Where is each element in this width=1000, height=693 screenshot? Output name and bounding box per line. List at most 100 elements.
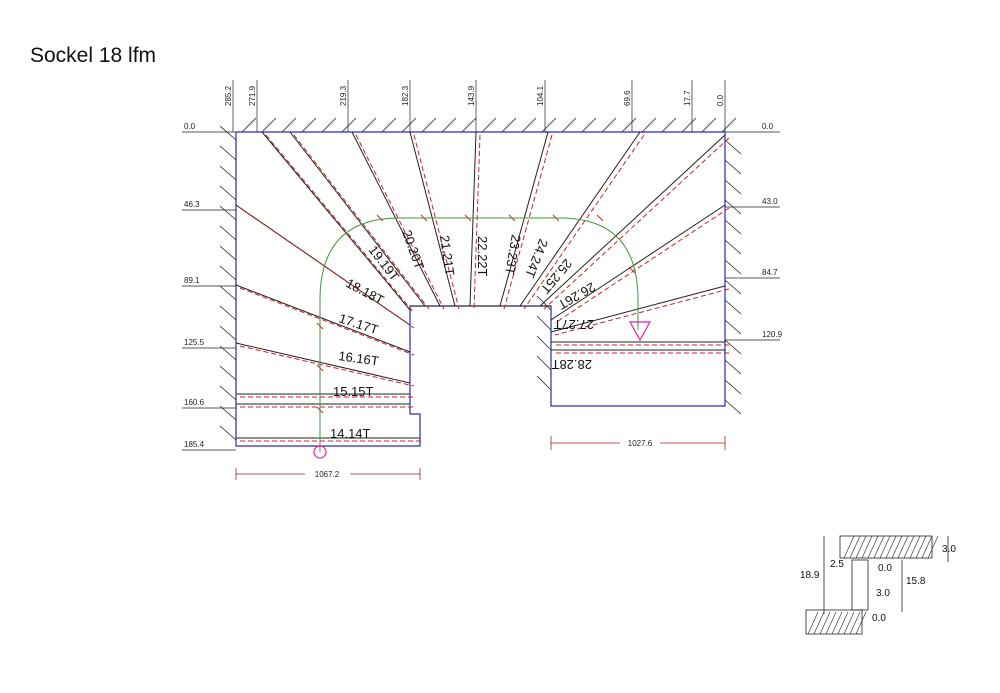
hatch-mark (855, 611, 867, 635)
hatch-mark (441, 117, 457, 133)
detail-dim-d: 15.8 (906, 576, 926, 587)
bottom-dim-right-label: 1027.6 (628, 439, 653, 448)
hatch-mark (724, 379, 742, 395)
hatch-mark (219, 325, 237, 341)
hatch-mark (601, 117, 617, 133)
detail-dim-f: 0.0 (872, 613, 886, 624)
tread-line (235, 284, 411, 353)
tread-line (409, 131, 456, 307)
hatch-mark (879, 535, 891, 559)
hatch-mark (885, 535, 897, 559)
bottom-dimension-right (550, 436, 726, 450)
hatch-mark (843, 535, 855, 559)
hatch-mark (219, 365, 237, 381)
hatch-mark (724, 279, 742, 295)
step-label: 28.28T (551, 357, 592, 372)
tread-line-dashed (355, 134, 445, 310)
hatch-mark (219, 145, 237, 161)
tread-line (351, 131, 441, 307)
tread-line-dashed (239, 345, 415, 387)
hatch-mark (724, 339, 742, 355)
hatch-mark (855, 535, 867, 559)
tread-line-dashed (239, 207, 415, 329)
tread-line-dashed (554, 207, 730, 324)
top-dim-label: 17.7 (683, 90, 692, 106)
hatch-mark (536, 335, 552, 351)
hatch-mark (219, 225, 237, 241)
hatch-mark (819, 611, 831, 635)
walk-tick (376, 214, 384, 222)
hatch-mark (724, 399, 742, 415)
top-dim-label: 285.2 (224, 85, 233, 106)
hatch-mark (641, 117, 657, 133)
hatch-mark (219, 305, 237, 321)
wall-hatch-right (536, 139, 742, 415)
hatch-mark (873, 535, 885, 559)
hatch-mark (521, 117, 537, 133)
hatch-mark (915, 535, 927, 559)
step-label: 15.15T (333, 384, 374, 399)
hatch-mark (849, 535, 861, 559)
tread-line (539, 134, 726, 307)
hatch-mark (831, 611, 843, 635)
hatch-mark (724, 259, 742, 275)
hatch-mark (813, 611, 825, 635)
hatch-mark (724, 299, 742, 315)
tread-lines (235, 131, 730, 442)
hatch-mark (581, 117, 597, 133)
detail-dim-e: 3.0 (876, 588, 890, 599)
detail-dim-b: 0.0 (878, 563, 892, 574)
tread-line (289, 131, 426, 307)
hatch-mark (903, 535, 915, 559)
left-dim-label: 185.4 (184, 440, 205, 449)
tread-line (261, 131, 411, 311)
hatch-mark (681, 117, 697, 133)
hatch-mark (219, 425, 237, 441)
tread-line-dashed (413, 134, 460, 310)
hatch-mark (724, 139, 742, 155)
hatch-mark (219, 205, 237, 221)
hatch-mark (891, 535, 903, 559)
hatch-mark (281, 117, 297, 133)
step-label: 26.26T (555, 279, 598, 312)
hatch-mark (837, 611, 849, 635)
hatch-mark (341, 117, 357, 133)
tread-line-dashed (523, 134, 645, 310)
tread-line-dashed (293, 134, 430, 310)
hatch-mark (536, 315, 552, 331)
top-dim-label: 104.1 (536, 85, 545, 106)
hatch-mark (849, 611, 861, 635)
hatch-mark (536, 355, 552, 371)
hatch-mark (701, 117, 717, 133)
hatch-mark (807, 611, 819, 635)
step-label: 18.18T (344, 275, 387, 307)
hatch-mark (724, 159, 742, 175)
top-dim-label: 271.9 (248, 85, 257, 106)
hatch-mark (219, 125, 237, 141)
step-label: 23.23T (502, 233, 524, 276)
walk-tick (628, 266, 636, 274)
tread-line-dashed (554, 288, 730, 336)
step-label: 21.21T (437, 234, 457, 276)
step-label: 14.14T (330, 426, 371, 441)
top-dim-label: 0.0 (716, 94, 725, 106)
tread-line (550, 204, 726, 321)
right-dim-label: 120.9 (762, 330, 783, 339)
step-label: 22.22T (475, 236, 490, 277)
hatch-mark (724, 359, 742, 375)
hatch-mark (219, 285, 237, 301)
hatch-mark (261, 117, 277, 133)
hatch-mark (724, 219, 742, 235)
step-label: 20.20T (399, 228, 427, 271)
walk-start-marker (313, 445, 327, 459)
tread-line (499, 131, 549, 307)
tread-line-dashed (265, 134, 415, 314)
hatch-mark (536, 295, 552, 311)
tread-line (235, 342, 411, 384)
hatch-mark (461, 117, 477, 133)
hatch-mark (381, 117, 397, 133)
tread-line-dashed (503, 134, 553, 310)
hatch-mark (724, 319, 742, 335)
hatch-mark (561, 117, 577, 133)
